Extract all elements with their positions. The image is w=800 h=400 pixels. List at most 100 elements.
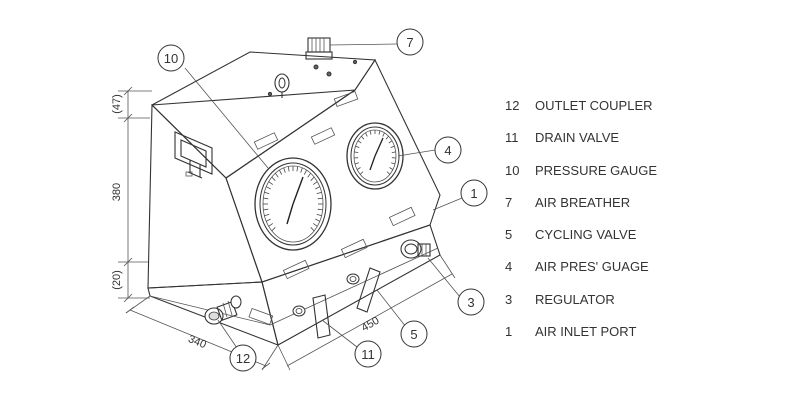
top-edge	[151, 104, 227, 179]
gauge-tick	[389, 167, 394, 170]
legend-number: 12	[505, 98, 520, 113]
gauge-tick	[391, 151, 396, 153]
legend-number: 5	[505, 227, 513, 243]
gauge-tick	[264, 191, 270, 195]
legend-label: CYCLING VALVE	[535, 227, 637, 243]
legend-item: 5 CYCLING VALVE	[505, 227, 705, 259]
dimension-lines	[118, 86, 456, 371]
legend-number: 7	[505, 194, 513, 210]
legend-label: OUTLET COUPLER	[535, 98, 653, 113]
top-hole-3	[352, 59, 358, 65]
gauge-tick	[382, 132, 385, 137]
side-handle	[174, 131, 213, 179]
gauge-tick	[386, 171, 391, 175]
gauge-tick	[378, 130, 381, 135]
pressure-gauge-needle	[292, 176, 304, 205]
svg-text:5: 5	[410, 327, 417, 342]
gauge-tick	[316, 191, 322, 195]
gauge-tick	[361, 135, 365, 140]
gauge-tick	[369, 130, 372, 135]
side-bolt	[185, 171, 193, 177]
gauge-tick	[263, 208, 269, 211]
gauge-tick	[264, 213, 270, 217]
gauge-tick	[317, 197, 323, 200]
top-details	[267, 37, 359, 108]
legend-label: REGULATOR	[535, 291, 615, 307]
legend-item: 12 OUTLET COUPLER	[505, 98, 705, 130]
gauge-tick	[390, 145, 395, 148]
gauge-tick	[263, 197, 269, 200]
air-breather	[305, 37, 333, 60]
gauge-tick	[303, 169, 307, 175]
callout-12: 12	[229, 344, 257, 372]
svg-text:12: 12	[236, 351, 250, 366]
air-pressure-gauge	[346, 122, 404, 190]
legend-item: 10 PRESSURE GAUGE	[505, 163, 705, 195]
legend-number: 10	[505, 162, 520, 178]
dim-depth-label: 340	[186, 333, 208, 351]
legend-label: PRESSURE GAUGE	[535, 162, 658, 178]
cycling-valve	[346, 267, 381, 313]
svg-text:3: 3	[467, 295, 474, 310]
drain-valve	[292, 294, 331, 339]
gauge-tick	[279, 169, 283, 175]
dim-width-label: 450	[360, 315, 382, 335]
gauge-tick	[385, 135, 389, 140]
gauge-tick	[355, 145, 360, 148]
gauge-tick	[388, 140, 393, 144]
gauge-tick	[354, 151, 359, 153]
gauge-tick	[271, 227, 276, 232]
legend-label: AIR BREATHER	[535, 194, 631, 210]
regulator	[400, 239, 431, 259]
top-hole-2	[326, 71, 332, 77]
legend-number: 4	[505, 259, 513, 275]
gauge-tick	[316, 213, 322, 217]
gauge-tick	[268, 181, 274, 185]
gauge-tick	[310, 227, 315, 232]
air-pressure-gauge-ticks	[354, 130, 396, 175]
dim-height-label: 380	[111, 183, 123, 201]
gauge-tick	[312, 181, 318, 185]
gauge-tick	[365, 132, 368, 137]
gauge-tick	[359, 171, 364, 175]
legend-item: 7 AIR BREATHER	[505, 195, 705, 227]
gauge-tick	[283, 167, 286, 173]
svg-text:1: 1	[470, 186, 477, 201]
pressure-gauge-ticks	[263, 166, 323, 232]
gauge-tick	[268, 223, 274, 227]
gauge-tick	[354, 162, 359, 165]
gauge-tick	[287, 166, 290, 172]
dim-base-label: (20)	[111, 270, 123, 290]
gauge-tick	[312, 223, 318, 227]
air-pressure-gauge-needle	[374, 137, 384, 157]
leader-lines	[184, 43, 463, 349]
pressure-gauge	[254, 157, 332, 251]
gauge-tick	[266, 218, 271, 222]
legend-item: 11 DRAIN VALVE	[505, 130, 705, 162]
gauge-tick	[266, 186, 271, 190]
callout-10: 10	[157, 44, 185, 72]
legend-number: 3	[505, 291, 513, 307]
legend-number: 11	[505, 130, 519, 146]
gauge-tick	[317, 208, 323, 211]
parts-legend: 12 OUTLET COUPLER 11 DRAIN VALVE 10 PRESSUR…	[505, 98, 705, 356]
side-panel	[147, 103, 263, 289]
top-face	[151, 51, 376, 106]
legend-label: AIR INLET PORT	[535, 324, 637, 340]
gauge-tick	[315, 218, 320, 222]
gauge-tick	[300, 167, 303, 173]
callout-11: 11	[354, 340, 382, 368]
top-plate	[333, 90, 359, 108]
legend-number: 1	[505, 324, 513, 340]
svg-text:7: 7	[406, 35, 413, 50]
callout-7: 7	[396, 28, 424, 56]
legend-label: DRAIN VALVE	[535, 130, 620, 146]
legend-item: 1 AIR INLET PORT	[505, 324, 705, 356]
callout-1: 1	[460, 179, 488, 207]
gauge-tick	[357, 140, 362, 144]
callout-4: 4	[434, 136, 462, 164]
panel-plates	[248, 127, 416, 325]
top-hole-4	[267, 91, 273, 97]
gauge-tick	[296, 166, 299, 172]
